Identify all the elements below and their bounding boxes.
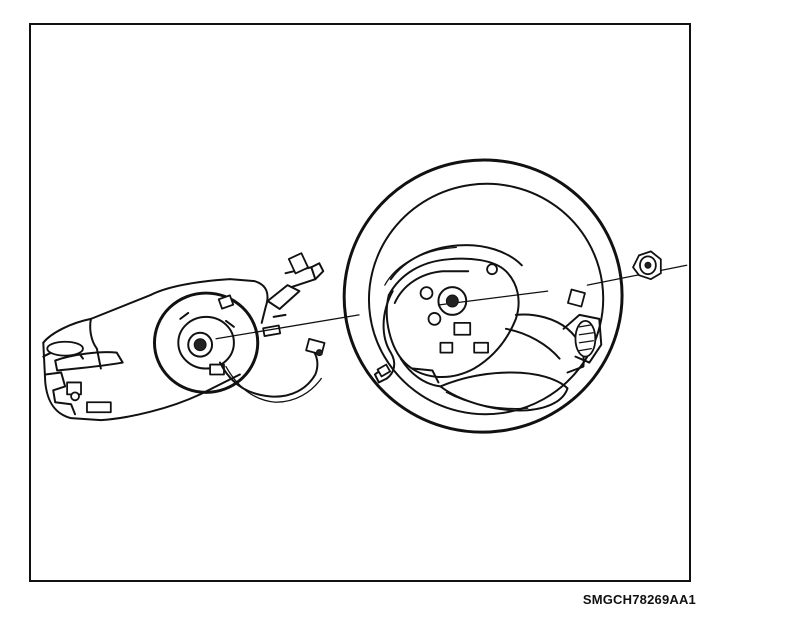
- alignment-axis-line: [215, 314, 360, 340]
- steering-wheel: [342, 158, 624, 434]
- figure-frame: [29, 23, 691, 582]
- steering-column-assembly: [42, 252, 326, 422]
- exploded-view-diagram: [42, 158, 688, 434]
- steering-wheel-nut: [632, 250, 662, 281]
- figure-code: SMGCH78269AA1: [582, 592, 696, 607]
